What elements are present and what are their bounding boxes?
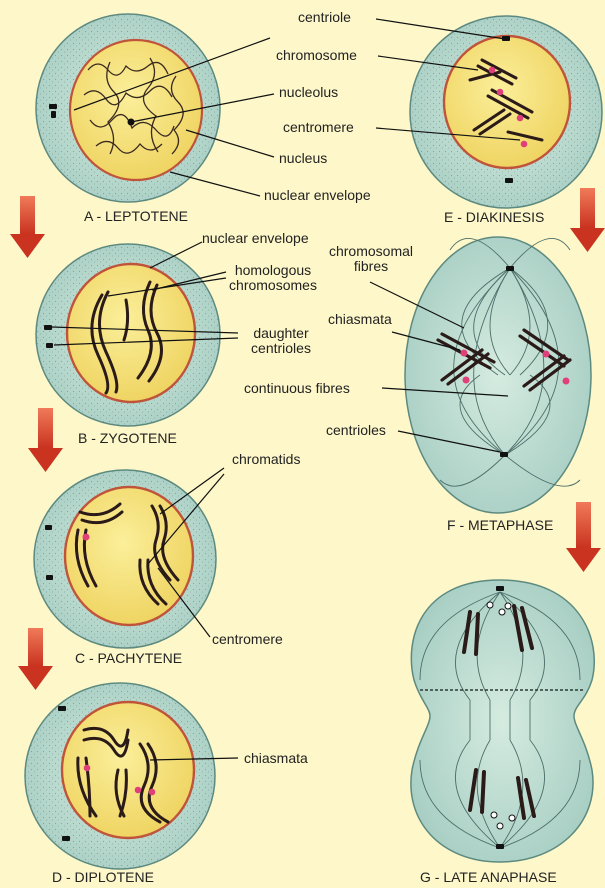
cell-c-pachytene [34,470,216,648]
label-homologous-line2: chromosomes [229,277,317,293]
cell-e-diakinesis [410,16,602,208]
arrow-f-to-g [566,502,601,572]
label-nuclear-envelope-a: nuclear envelope [264,188,371,203]
arrow-e-to-f [570,188,605,252]
label-homologous-chromosomes: homologous chromosomes [218,263,328,293]
label-centromere-top: centromere [283,120,354,135]
label-chromosomal-line2: fibres [354,258,388,274]
cell-a-leptotene [36,14,220,202]
label-nuclear-envelope-b: nuclear envelope [202,231,309,246]
stage-label-f: F - METAPHASE [447,518,553,533]
label-chiasmata-f: chiasmata [328,312,392,327]
label-daughter-line2: centrioles [251,340,311,356]
label-centromere-c: centromere [212,632,283,647]
stage-label-d: D - DIPLOTENE [52,870,154,885]
chiasma-dot-d2 [135,787,142,794]
cell-g-late-anaphase [411,580,594,862]
label-chromosomal-fibres: chromosomal fibres [326,244,416,274]
label-chiasmata-d: chiasmata [244,751,308,766]
label-nucleolus: nucleolus [279,85,338,100]
label-nucleus: nucleus [279,151,327,166]
label-daughter-centrioles: daughter centrioles [238,326,324,356]
nucleus-d [62,702,194,838]
label-chromatids: chromatids [232,452,300,467]
stage-label-a: A - LEPTOTENE [84,209,188,224]
nucleus-e [444,36,570,168]
stage-label-e: E - DIAKINESIS [444,210,544,225]
chiasma-dot-d3 [149,789,156,796]
cell-d-diplotene [25,683,215,869]
chiasma-dot-c [83,534,90,541]
stage-label-c: C - PACHYTENE [75,651,182,666]
label-continuous-fibres: continuous fibres [244,381,350,396]
label-daughter-line1: daughter [253,325,308,341]
arrow-c-to-d [18,628,53,690]
stage-label-g: G - LATE ANAPHASE [420,870,557,885]
stage-label-b: B - ZYGOTENE [78,431,177,446]
label-homologous-line1: homologous [235,262,311,278]
cell-f-metaphase [405,237,591,513]
arrow-a-to-b [10,196,45,258]
label-chromosomal-line1: chromosomal [329,243,413,259]
label-centrioles-f: centrioles [326,423,386,438]
arrow-b-to-c [28,408,63,472]
cell-b-zygotene [36,244,220,426]
chiasma-dot-d1 [84,765,91,772]
label-chromosome: chromosome [276,48,357,63]
label-centriole: centriole [298,10,351,25]
